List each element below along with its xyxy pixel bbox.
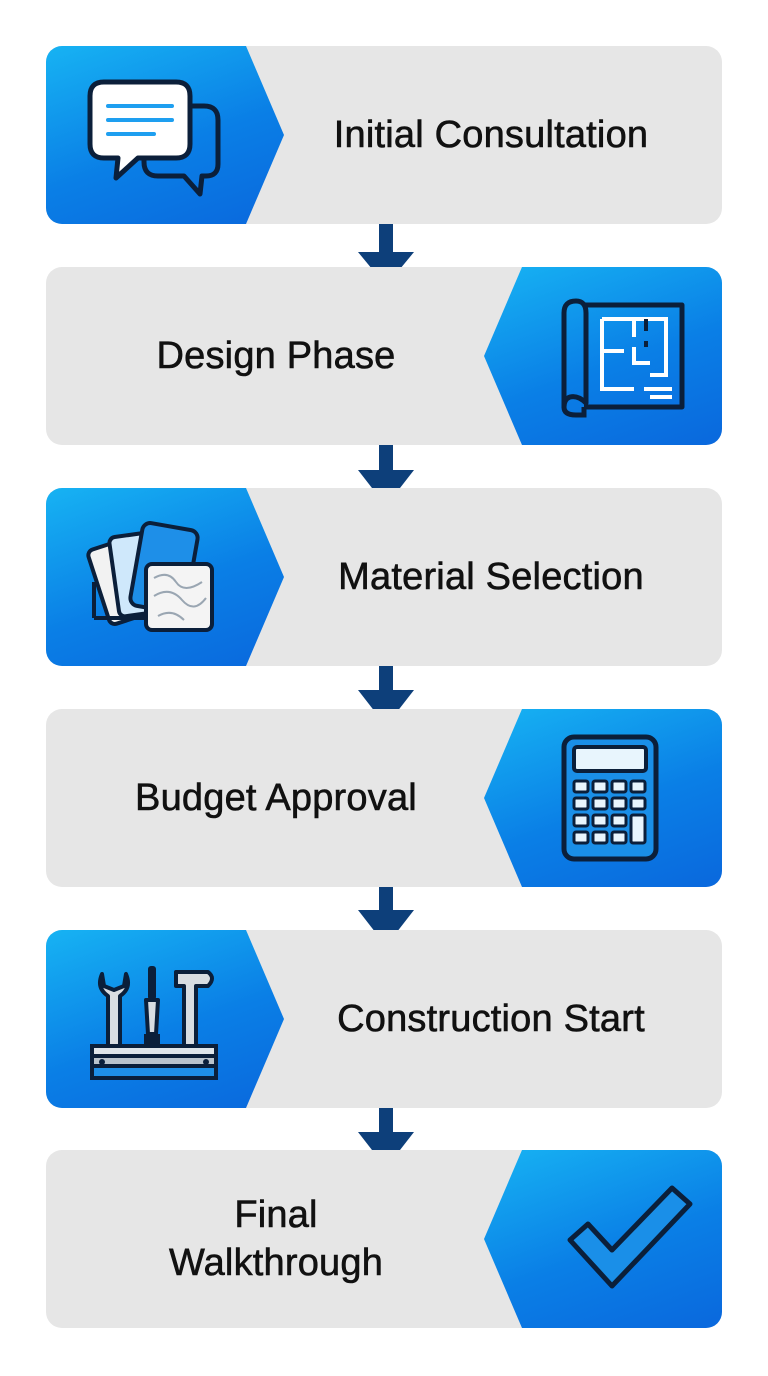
step-label: Material Selection xyxy=(338,556,644,599)
step-icon-panel xyxy=(46,488,284,666)
step-icon-panel xyxy=(484,1150,722,1328)
step-material-selection: Material Selection xyxy=(46,488,722,666)
checkmark-icon xyxy=(567,1185,693,1289)
step-label: Construction Start xyxy=(337,998,645,1041)
step-icon-panel xyxy=(46,930,284,1108)
step-design-phase: Design Phase xyxy=(46,267,722,445)
chat-bubbles-icon xyxy=(87,79,221,197)
step-icon-panel xyxy=(484,709,722,887)
step-label: Initial Consultation xyxy=(333,114,649,157)
step-label: Budget Approval xyxy=(135,777,417,820)
step-icon-panel xyxy=(46,46,284,224)
step-icon-panel xyxy=(484,267,722,445)
calculator-icon xyxy=(561,734,659,862)
blueprint-icon xyxy=(561,298,685,418)
step-construction-start: Construction Start xyxy=(46,930,722,1108)
step-final-walkthrough: Final Walkthrough xyxy=(46,1150,722,1328)
toolbox-icon xyxy=(90,966,218,1080)
material-swatches-icon xyxy=(86,521,214,632)
step-label: Final Walkthrough xyxy=(168,1194,384,1285)
step-initial-consultation: Initial Consultation xyxy=(46,46,722,224)
step-label: Design Phase xyxy=(156,335,396,378)
step-budget-approval: Budget Approval xyxy=(46,709,722,887)
